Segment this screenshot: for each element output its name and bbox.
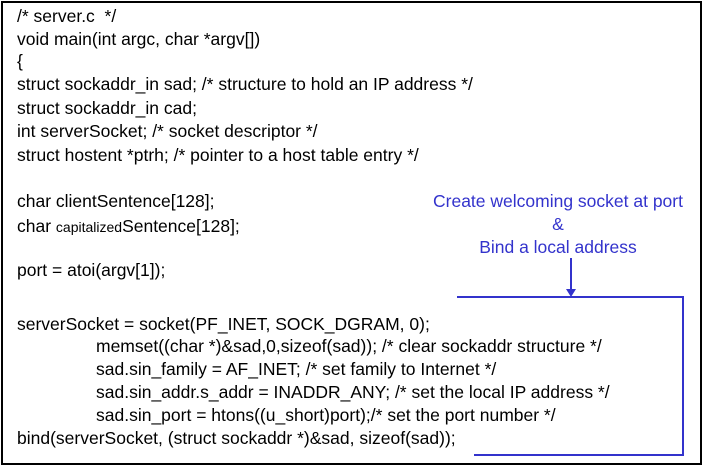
arrow-shaft	[570, 258, 572, 292]
bracket-bottom	[474, 454, 684, 456]
annotation-line: Bind a local address	[479, 237, 637, 257]
code-line: struct sockaddr_in sad; /* structure to …	[17, 74, 473, 94]
code-text: capitalized	[55, 219, 123, 235]
code-line: serverSocket = socket(PF_INET, SOCK_DGRA…	[17, 314, 430, 334]
code-line: bind(serverSocket, (struct sockaddr *)&s…	[17, 428, 456, 448]
arrow-down-icon	[566, 289, 576, 297]
code-line: struct hostent *ptrh; /* pointer to a ho…	[17, 145, 419, 165]
code-line: struct sockaddr_in cad;	[17, 98, 197, 118]
code-line: int serverSocket; /* socket descriptor *…	[17, 121, 318, 141]
code-line: port = atoi(argv[1]);	[17, 260, 166, 280]
code-line: {	[17, 51, 23, 71]
code-line: sad.sin_port = htons((u_short)port);/* s…	[96, 405, 556, 425]
code-text: Sentence[128];	[122, 216, 240, 236]
code-line: void main(int argc, char *argv[])	[17, 29, 261, 49]
code-line: sad.sin_addr.s_addr = INADDR_ANY; /* set…	[96, 382, 610, 402]
code-line: sad.sin_family = AF_INET; /* set family …	[96, 359, 497, 379]
code-line: char clientSentence[128];	[17, 191, 215, 211]
code-line: char capitalizedSentence[128];	[17, 216, 240, 237]
code-line: memset((char *)&sad,0,sizeof(sad)); /* c…	[96, 336, 602, 356]
code-line: /* server.c */	[17, 6, 117, 26]
annotation-line: &	[552, 214, 564, 234]
bracket-top	[457, 296, 684, 298]
bracket-right	[682, 296, 684, 456]
code-text: char	[17, 216, 56, 236]
annotation-line: Create welcoming socket at port	[433, 191, 683, 211]
